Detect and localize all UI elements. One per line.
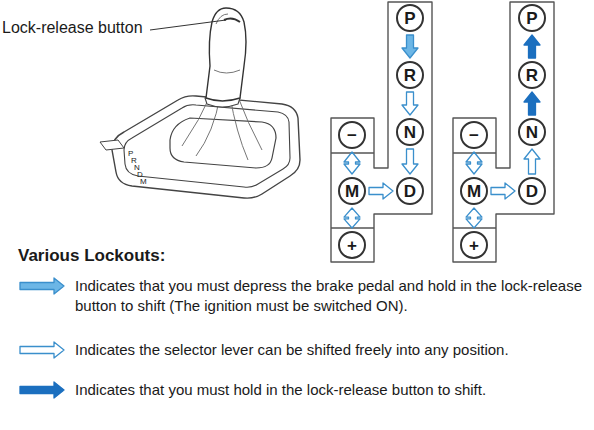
gear-letter: − (347, 127, 357, 144)
gear-letter: P (404, 10, 415, 27)
shift-arrow (344, 152, 360, 174)
gear-position-circle: N (518, 118, 546, 146)
gear-position-circle: N (396, 118, 424, 146)
gear-letter: + (469, 237, 479, 254)
leader-line (150, 20, 226, 30)
gear-position-circle: D (396, 177, 424, 205)
gear-position-circle: R (518, 61, 546, 89)
gear-position-circle: R (396, 61, 424, 89)
gear-position-circle: − (460, 121, 488, 149)
legend-sample (20, 342, 64, 358)
part-label-text: Lock-release button (2, 20, 143, 36)
gear-letter: − (469, 127, 479, 144)
console-plate (112, 96, 300, 198)
shift-arrow (524, 35, 540, 58)
shift-arrow (344, 208, 360, 228)
gear-position-circle: M (338, 177, 366, 205)
gear-position-circle: P (518, 4, 546, 32)
legend-entry: Indicates that you must hold in the lock… (75, 380, 585, 400)
lock-release-button (224, 18, 240, 22)
shift-arrow (402, 35, 418, 58)
legend-sample (20, 278, 64, 294)
legend-text: Indicates that you must depress the brak… (75, 276, 585, 316)
part-label: Lock-release button (2, 20, 143, 36)
legend-entry: Indicates that you must depress the brak… (75, 276, 585, 316)
gear-letter: N (526, 124, 538, 141)
gear-letter: M (345, 183, 359, 200)
legend-sample (20, 382, 64, 398)
console-rim (124, 105, 290, 187)
shift-arrow (524, 149, 540, 174)
indicator-window (100, 140, 124, 150)
gear-letter: M (467, 183, 481, 200)
gear-letter: D (526, 183, 538, 200)
gear-position-circle: P (396, 4, 424, 32)
boot-folds (182, 92, 262, 160)
gate-letter: M (140, 178, 147, 186)
gear-letter: N (404, 124, 416, 141)
gear-position-circle: + (460, 231, 488, 259)
legend-text: Indicates the selector lever can be shif… (75, 340, 585, 360)
shift-boot (170, 118, 276, 168)
gear-position-circle: D (518, 177, 546, 205)
legend-entry: Indicates the selector lever can be shif… (75, 340, 585, 360)
shift-arrow (491, 183, 515, 199)
knob-highlight (214, 14, 240, 73)
gear-position-circle: M (460, 177, 488, 205)
shift-gate-outline (331, 2, 554, 262)
shift-arrow (524, 92, 540, 115)
gate-letter-text: M (140, 178, 147, 186)
gear-letter: R (404, 67, 416, 84)
gear-letter: R (526, 67, 538, 84)
gear-position-circle: + (338, 231, 366, 259)
shift-arrow (402, 149, 418, 174)
legend-text: Indicates that you must hold in the lock… (75, 380, 585, 400)
gear-letter: D (404, 183, 416, 200)
shift-arrow (369, 183, 393, 199)
shift-arrow (466, 152, 482, 174)
gear-letter: + (347, 237, 357, 254)
shift-arrow (402, 92, 418, 115)
gear-position-circle: − (338, 121, 366, 149)
gear-letter: P (526, 10, 537, 27)
shift-arrow (466, 208, 482, 228)
